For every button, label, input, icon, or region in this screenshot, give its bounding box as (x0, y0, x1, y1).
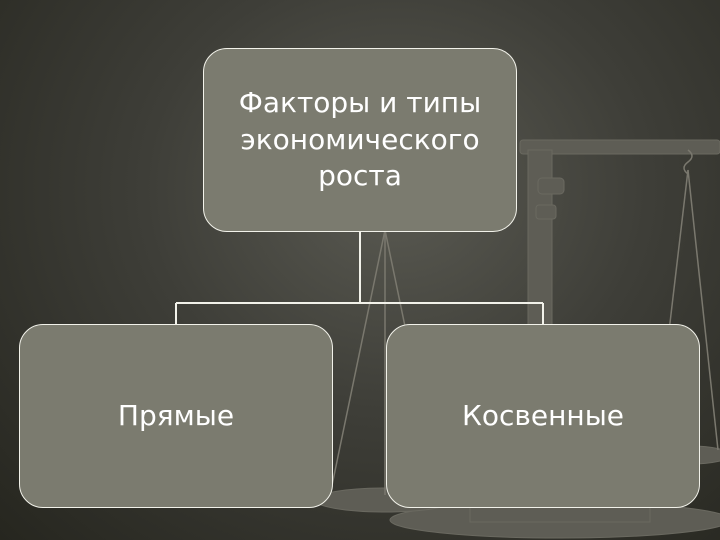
root-line-3: роста (318, 159, 402, 193)
root-node: Факторы и типы экономического роста (203, 48, 517, 232)
root-line-1: Факторы и типы (238, 86, 482, 120)
child-node-indirect-label: Косвенные (461, 398, 625, 432)
root-line-2: экономического (240, 122, 480, 156)
child-node-indirect: Косвенные (386, 324, 700, 508)
root-node-text: Факторы и типы экономического роста (239, 85, 481, 194)
child-node-direct: Прямые (19, 324, 333, 508)
child-node-direct-label: Прямые (117, 398, 235, 432)
